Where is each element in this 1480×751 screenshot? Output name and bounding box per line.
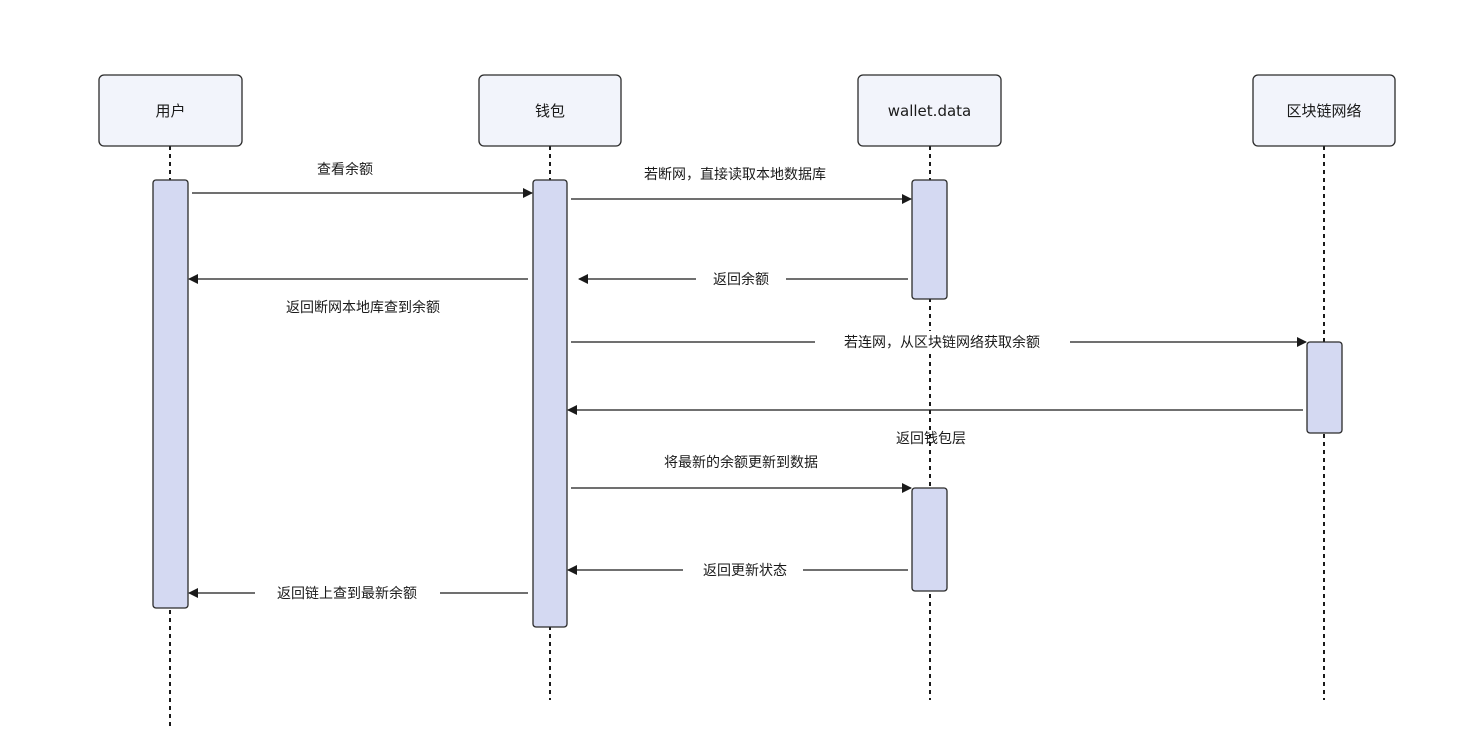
participant-wallet-data: wallet.data — [857, 74, 1002, 147]
message-label-return-update-status: 返回更新状态 — [703, 563, 787, 579]
activation-wallet — [532, 179, 568, 628]
participant-label-wallet-data: wallet.data — [888, 102, 971, 120]
participant-label-wallet: 钱包 — [535, 102, 565, 120]
participant-label-user: 用户 — [155, 102, 185, 120]
message-label-return-latest-balance: 返回链上查到最新余额 — [277, 585, 417, 602]
message-label-return-balance: 返回余额 — [713, 271, 769, 288]
message-label-return-offline-balance: 返回断网本地库查到余额 — [286, 299, 440, 316]
message-label-update-data: 将最新的余额更新到数据 — [664, 454, 818, 471]
activation-wallet-data-1 — [911, 179, 948, 300]
participant-wallet: 钱包 — [478, 74, 622, 147]
participant-blockchain: 区块链网络 — [1252, 74, 1396, 147]
participant-label-blockchain: 区块链网络 — [1286, 102, 1361, 120]
activation-wallet-data-2 — [911, 487, 948, 592]
message-label-offline-read: 若断网，直接读取本地数据库 — [644, 166, 826, 183]
activation-user — [152, 179, 189, 609]
participant-user: 用户 — [98, 74, 243, 147]
activation-blockchain — [1306, 341, 1343, 434]
message-label-online-fetch: 若连网，从区块链网络获取余额 — [844, 334, 1040, 351]
message-label-view-balance: 查看余额 — [317, 161, 373, 178]
message-label-return-wallet-layer: 返回钱包层 — [896, 431, 966, 447]
